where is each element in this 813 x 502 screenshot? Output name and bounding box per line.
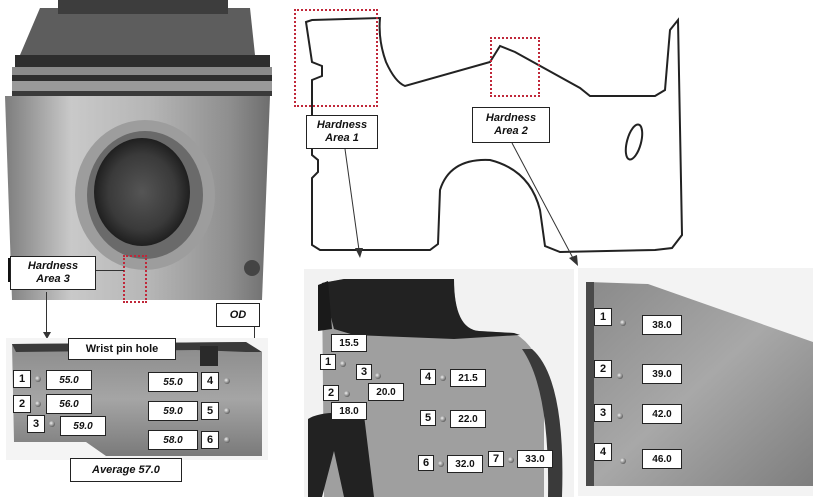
area2-point-3-value: 42.0 <box>642 404 682 424</box>
od-label: OD <box>216 303 260 327</box>
area1-point-1-number: 1 <box>320 354 336 370</box>
area2-point-2-value: 39.0 <box>642 364 682 384</box>
area1-point-6-value: 32.0 <box>447 455 483 473</box>
area1-point-6-indent <box>438 461 444 467</box>
area1-point-1-indent <box>340 361 346 367</box>
area3-highlight <box>123 255 147 303</box>
area2-point-2-number: 2 <box>594 360 612 378</box>
area3-point-3-number: 3 <box>27 415 45 433</box>
area1-section-photo <box>304 269 574 497</box>
area3-point-6-indent <box>224 437 230 443</box>
area3-label-bar <box>8 258 10 282</box>
area3-point-5-value: 59.0 <box>148 401 198 421</box>
area2-point-1-number: 1 <box>594 308 612 326</box>
area1-point-6-number: 6 <box>418 455 434 471</box>
area2-point-3-indent <box>617 413 623 419</box>
area1-point-3-value: 20.0 <box>368 383 404 401</box>
area2-section-photo <box>578 268 813 496</box>
area1-point-2-number: 2 <box>323 385 339 401</box>
average-label: Average 57.0 <box>70 458 182 482</box>
hardness-area-1-label: Hardness Area 1 <box>306 115 378 149</box>
area1-edge-value: 15.5 <box>331 334 367 352</box>
area3-point-4-number: 4 <box>201 372 219 390</box>
area2-point-4-indent <box>620 458 626 464</box>
area1-point-4-number: 4 <box>420 369 436 385</box>
area3-point-3-value: 59.0 <box>60 416 106 436</box>
area1-point-7-indent <box>508 457 514 463</box>
area3-point-1-number: 1 <box>13 370 31 388</box>
area1-point-3-indent <box>375 373 381 379</box>
area1-point-4-indent <box>440 375 446 381</box>
area3-point-2-value: 56.0 <box>46 394 92 414</box>
arrow-area3 <box>43 332 51 339</box>
piston-cross-section-drawing <box>300 0 813 262</box>
area2-point-1-value: 38.0 <box>642 315 682 335</box>
leader-area3-horiz <box>96 270 124 271</box>
area3-point-2-indent <box>35 401 41 407</box>
area3-point-4-indent <box>224 378 230 384</box>
area1-point-5-indent <box>440 416 446 422</box>
area2-highlight <box>490 37 540 97</box>
area3-point-2-number: 2 <box>13 395 31 413</box>
area1-point-2-indent <box>344 391 350 397</box>
area1-point-5-number: 5 <box>420 410 436 426</box>
area1-point-2-value: 18.0 <box>331 402 367 420</box>
area2-point-4-number: 4 <box>594 443 612 461</box>
area3-point-6-number: 6 <box>201 431 219 449</box>
area3-point-1-indent <box>35 376 41 382</box>
area2-point-4-value: 46.0 <box>642 449 682 469</box>
area2-point-2-indent <box>617 373 623 379</box>
area1-highlight <box>294 9 378 107</box>
area3-point-1-value: 55.0 <box>46 370 92 390</box>
area1-point-4-value: 21.5 <box>450 369 486 387</box>
area2-point-1-indent <box>620 320 626 326</box>
hardness-area-3-label: Hardness Area 3 <box>10 256 96 290</box>
area3-point-5-number: 5 <box>201 402 219 420</box>
area2-point-3-number: 3 <box>594 404 612 422</box>
wrist-pin-hole-label: Wrist pin hole <box>68 338 176 360</box>
hardness-area-2-label: Hardness Area 2 <box>472 107 550 143</box>
area1-point-5-value: 22.0 <box>450 410 486 428</box>
area1-point-3-number: 3 <box>356 364 372 380</box>
area3-point-6-value: 58.0 <box>148 430 198 450</box>
area3-point-3-indent <box>49 421 55 427</box>
piston-photo <box>0 0 275 300</box>
area3-point-5-indent <box>224 408 230 414</box>
area1-point-7-number: 7 <box>488 451 504 467</box>
area1-point-7-value: 33.0 <box>517 450 553 468</box>
area3-point-4-value: 55.0 <box>148 372 198 392</box>
